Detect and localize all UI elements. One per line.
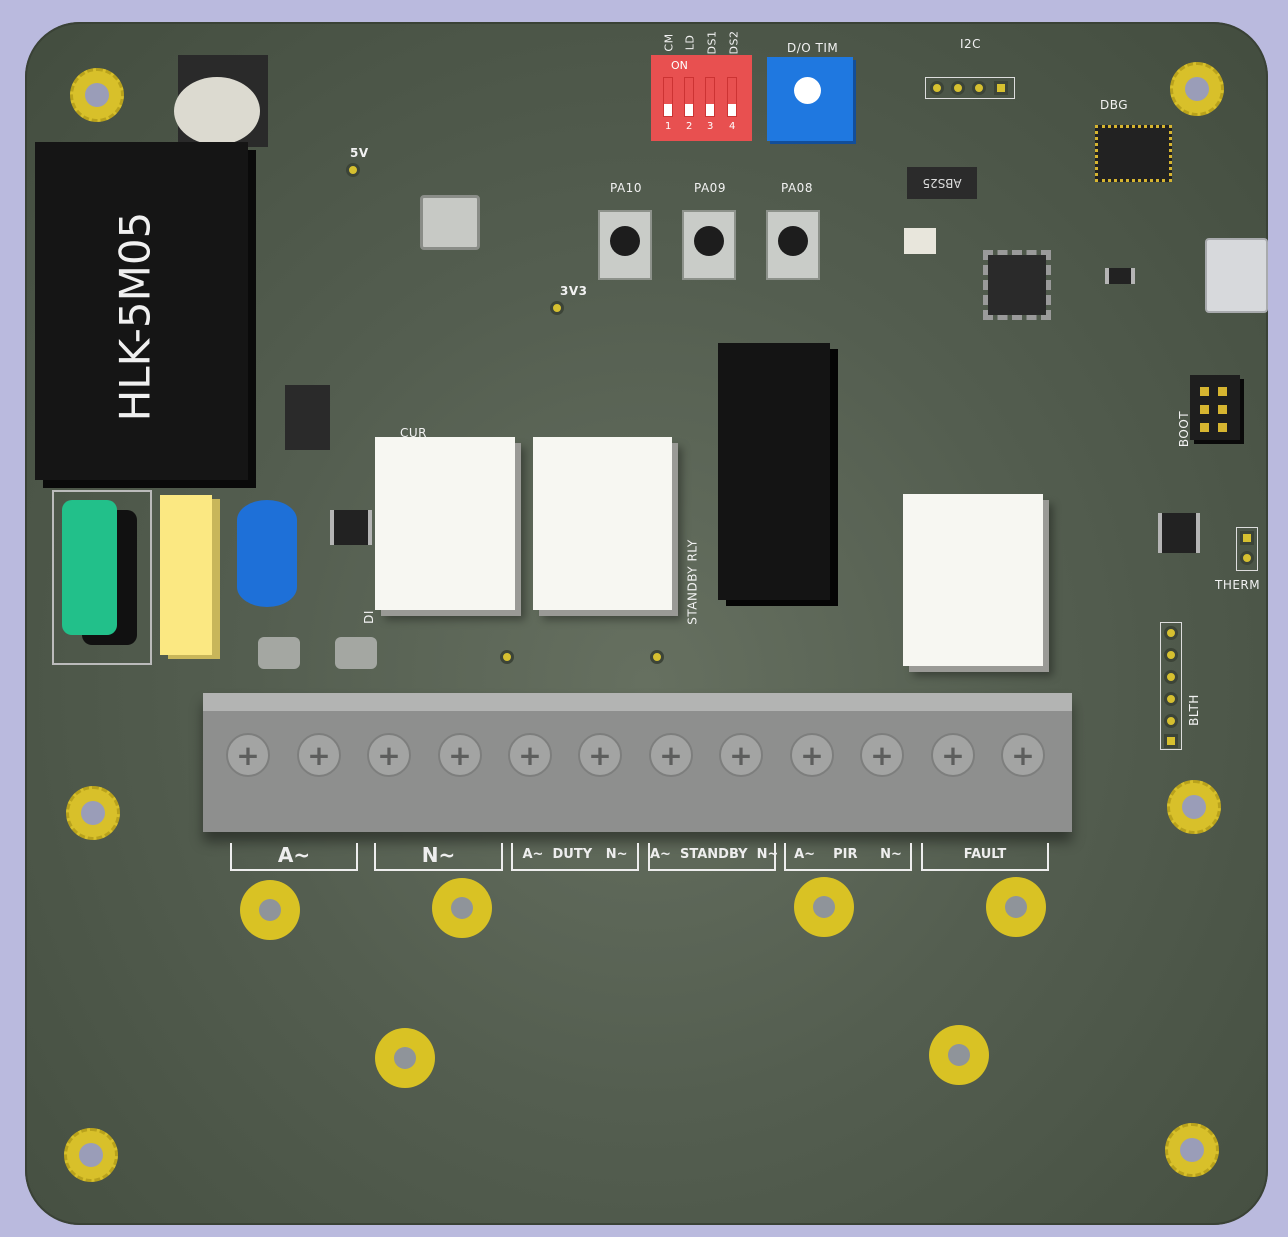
dip-pos: 3	[707, 121, 714, 132]
button-label: PA10	[610, 181, 642, 195]
terminal-screw[interactable]	[508, 733, 552, 777]
pad	[335, 637, 377, 669]
wire-pad	[375, 1028, 435, 1088]
trim-potentiometer[interactable]	[767, 57, 853, 141]
x-capacitor-outline	[52, 490, 152, 665]
electrolytic-capacitor	[174, 55, 268, 147]
wire-pad	[986, 877, 1046, 937]
dip-function-label: DS2	[727, 30, 741, 55]
terminal-label: A~ STANDBY N~	[650, 847, 779, 862]
wire-pad	[794, 877, 854, 937]
test-point	[550, 301, 564, 315]
debug-header	[1095, 125, 1172, 182]
pad	[258, 637, 300, 669]
terminal-label-group: A~ DUTY N~	[511, 843, 639, 871]
terminal-screw[interactable]	[297, 733, 341, 777]
tactile-button-pa10[interactable]	[598, 210, 652, 280]
terminal-screw[interactable]	[226, 733, 270, 777]
terminal-label: A~	[277, 843, 311, 867]
resistor	[1105, 268, 1135, 284]
ic	[1158, 513, 1200, 553]
terminal-screw[interactable]	[1001, 733, 1045, 777]
terminal-screw[interactable]	[931, 733, 975, 777]
tp-cur-label: CUR	[400, 426, 427, 440]
mounting-hole	[70, 68, 124, 122]
mounting-hole	[1170, 62, 1224, 116]
mounting-hole	[1167, 780, 1221, 834]
button-label: PA09	[694, 181, 726, 195]
varistor	[237, 500, 297, 607]
dip-switch[interactable]: ON 1 2 3 4	[651, 55, 752, 141]
chip: ABS25	[907, 167, 977, 199]
terminal-label: A~ DUTY N~	[522, 847, 628, 862]
terminal-block	[203, 693, 1072, 832]
boot-header	[1190, 375, 1240, 440]
boot-label: BOOT	[1177, 410, 1192, 448]
inductor	[420, 195, 480, 250]
tactile-button-pa08[interactable]	[766, 210, 820, 280]
terminal-label: A~ PIR N~	[794, 847, 902, 862]
terminal-label-group: A~ PIR N~	[784, 843, 912, 871]
terminal-label-group: A~ STANDBY N~	[648, 843, 779, 871]
terminal-label-group: N~	[374, 843, 503, 871]
terminal-screw[interactable]	[367, 733, 411, 777]
mounting-hole	[64, 1128, 118, 1182]
dip-function-label: DS1	[705, 30, 719, 55]
standby-relay-label: STANDBY RLY	[685, 539, 700, 625]
i2c-header	[925, 77, 1015, 99]
usb-c-connector[interactable]	[1205, 238, 1268, 313]
wire-pad	[240, 880, 300, 940]
relay	[375, 437, 515, 610]
dip-on-label: ON	[671, 59, 688, 72]
therm-connector	[1236, 527, 1258, 571]
terminal-label: FAULT	[963, 847, 1007, 862]
di-label: DI	[361, 610, 376, 624]
dbg-label: DBG	[1100, 98, 1129, 112]
test-point	[346, 163, 360, 177]
relay	[533, 437, 672, 610]
tactile-button-pa09[interactable]	[682, 210, 736, 280]
i2c-label: I2C	[960, 37, 982, 51]
test-point	[650, 650, 664, 664]
wire-pad	[432, 878, 492, 938]
terminal-label-group: A~	[230, 843, 358, 871]
tp-3v3-label: 3V3	[560, 284, 588, 298]
crystal	[904, 228, 936, 254]
x-capacitor	[160, 495, 212, 655]
test-point	[500, 650, 514, 664]
terminal-screw[interactable]	[719, 733, 763, 777]
module-label: HLK-5M05	[110, 211, 160, 422]
terminal-label-group: FAULT	[921, 843, 1049, 871]
standby-relay	[718, 343, 830, 600]
terminal-screw[interactable]	[649, 733, 693, 777]
microcontroller	[983, 250, 1051, 320]
ic	[330, 510, 372, 545]
mounting-hole	[66, 786, 120, 840]
bluetooth-header	[1160, 622, 1182, 750]
wire-pad	[929, 1025, 989, 1085]
terminal-screw[interactable]	[438, 733, 482, 777]
terminal-screw[interactable]	[790, 733, 834, 777]
terminal-label: N~	[421, 843, 456, 867]
fuse-holder	[62, 500, 117, 635]
blth-label: BLTH	[1186, 694, 1201, 726]
pin-header	[285, 385, 330, 450]
power-module: HLK-5M05	[35, 142, 248, 480]
dip-function-label: CM	[662, 33, 676, 52]
therm-label: THERM	[1215, 578, 1261, 592]
relay	[903, 494, 1043, 666]
pot-label: D/O TIM	[787, 41, 839, 55]
button-label: PA08	[781, 181, 813, 195]
dip-pos: 1	[665, 121, 672, 132]
dip-pos: 2	[686, 121, 693, 132]
dip-pos: 4	[729, 121, 736, 132]
mounting-hole	[1165, 1123, 1219, 1177]
terminal-screw[interactable]	[578, 733, 622, 777]
terminal-screw[interactable]	[860, 733, 904, 777]
dip-function-label: LD	[683, 34, 697, 51]
tp-5v-label: 5V	[350, 146, 369, 160]
